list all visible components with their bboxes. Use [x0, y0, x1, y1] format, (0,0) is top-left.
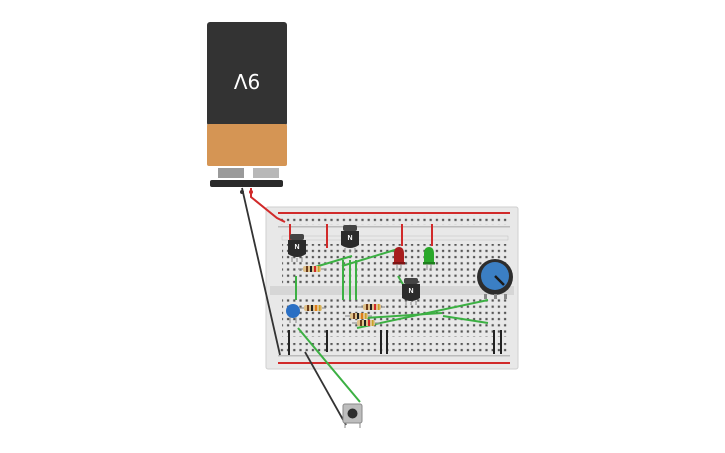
led-green[interactable]: [423, 247, 435, 270]
pushbutton[interactable]: [342, 403, 363, 428]
top-rail-holes: [280, 215, 508, 225]
transistor-q3-label: N: [408, 288, 413, 295]
battery-9v[interactable]: 9V: [207, 22, 287, 187]
bottom-positive-rail-line: [278, 362, 510, 364]
resistor-2[interactable]: [300, 305, 326, 311]
black-jumpers[interactable]: [288, 330, 502, 355]
bottom-rail-holes: [280, 343, 508, 353]
red-jumpers[interactable]: [289, 224, 433, 248]
transistor-q3[interactable]: N: [402, 278, 420, 305]
led-red[interactable]: [393, 247, 405, 270]
battery-negative-wire[interactable]: [241, 187, 281, 356]
top-positive-rail-line: [278, 212, 510, 214]
battery-clip: [210, 180, 283, 187]
transistor-q1[interactable]: N: [288, 234, 306, 262]
resistor-5[interactable]: [352, 320, 380, 326]
resistor-4[interactable]: [345, 313, 372, 319]
battery-body: [207, 22, 287, 126]
transistor-q2[interactable]: N: [341, 225, 359, 253]
breadboard[interactable]: [265, 206, 519, 370]
battery-terminal-left: [218, 168, 244, 178]
center-channel: [270, 286, 514, 295]
capacitor[interactable]: [286, 304, 300, 323]
battery-label: 9V: [233, 69, 260, 93]
battery-band: [207, 124, 287, 166]
potentiometer[interactable]: [477, 259, 513, 299]
transistor-q1-label: N: [294, 244, 299, 251]
battery-terminal-right: [253, 168, 279, 178]
resistor-3[interactable]: [358, 304, 385, 310]
resistor-1[interactable]: [298, 266, 326, 272]
button-ground-wire[interactable]: [304, 351, 347, 426]
transistor-q2-label: N: [347, 235, 352, 242]
